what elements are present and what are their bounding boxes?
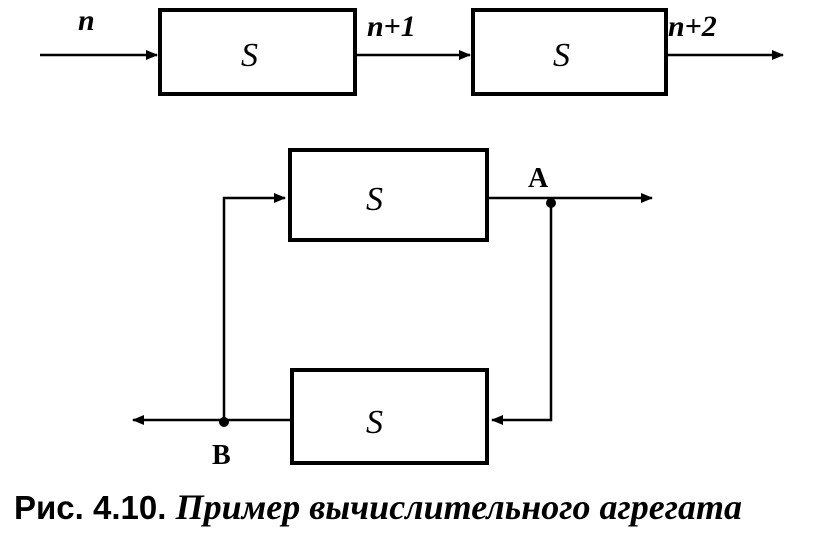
block-s-1-label: S [241, 37, 258, 74]
feedback-wire-b [222, 193, 286, 420]
input-label-n: n [78, 4, 95, 37]
node-b-dot [219, 417, 229, 427]
node-a-label: A [528, 163, 549, 194]
block-s-lower [290, 368, 489, 465]
block-s-upper-label: S [366, 181, 383, 218]
feedback-wire-a [491, 198, 553, 425]
label-n-plus-2: n+2 [668, 10, 717, 43]
figure-number: Рис. 4.10. [14, 489, 167, 526]
block-s-1 [158, 8, 357, 96]
block-s-2 [471, 8, 668, 96]
label-n-plus-1: n+1 [367, 10, 416, 43]
figure-caption: Рис. 4.10. Пример вычислительного агрега… [14, 486, 742, 528]
node-a-dot [546, 198, 556, 208]
block-s-2-label: S [553, 37, 570, 74]
block-s-lower-label: S [366, 404, 383, 441]
figure-title: Пример вычислительного агрегата [175, 487, 743, 527]
node-b-label: B [212, 440, 231, 471]
block-s-upper [288, 148, 489, 242]
